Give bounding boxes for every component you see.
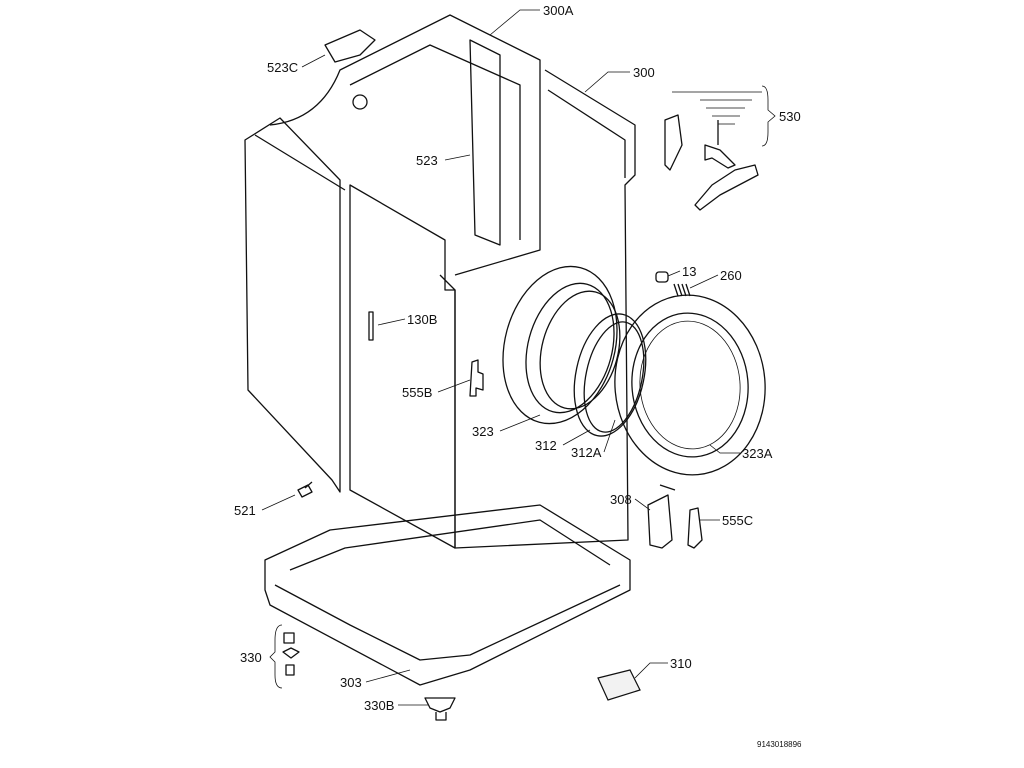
foot-330b <box>424 697 456 721</box>
feet-330 <box>269 624 300 689</box>
label-530: 530 <box>779 109 801 124</box>
door-ring-312 <box>573 313 647 437</box>
filter-cover-310 <box>597 669 641 701</box>
label-523: 523 <box>416 153 438 168</box>
label-330: 330 <box>240 650 262 665</box>
label-555b: 555B <box>402 385 432 400</box>
door-lock-308 <box>647 484 676 549</box>
part-523c <box>324 29 376 63</box>
door-seal-323 <box>502 265 621 425</box>
label-308: 308 <box>610 492 632 507</box>
label-555c: 555C <box>722 513 753 528</box>
part-555b <box>469 359 484 397</box>
screw-521 <box>297 481 313 498</box>
side-panel-left <box>244 117 346 493</box>
label-310: 310 <box>670 656 692 671</box>
handle-parts-530 <box>664 85 776 211</box>
label-323: 323 <box>472 424 494 439</box>
drawing-number: 9143018896 <box>757 740 802 749</box>
label-13: 13 <box>682 264 696 279</box>
base-frame-303 <box>264 504 631 686</box>
part-13 <box>655 271 669 283</box>
label-323a: 323A <box>742 446 773 461</box>
label-303: 303 <box>340 675 362 690</box>
rear-frame-300a <box>269 14 541 276</box>
label-260: 260 <box>720 268 742 283</box>
leader-lines <box>261 9 740 706</box>
label-330b: 330B <box>364 698 394 713</box>
label-300: 300 <box>633 65 655 80</box>
front-frame-300 <box>439 69 636 549</box>
label-312a: 312A <box>571 445 602 460</box>
spring-260 <box>673 283 691 297</box>
label-300a: 300A <box>543 3 574 18</box>
label-312: 312 <box>535 438 557 453</box>
label-130b: 130B <box>407 312 437 327</box>
part-555c <box>687 507 703 549</box>
label-523c: 523C <box>267 60 298 75</box>
cabinet-front <box>349 184 456 549</box>
label-521: 521 <box>234 503 256 518</box>
